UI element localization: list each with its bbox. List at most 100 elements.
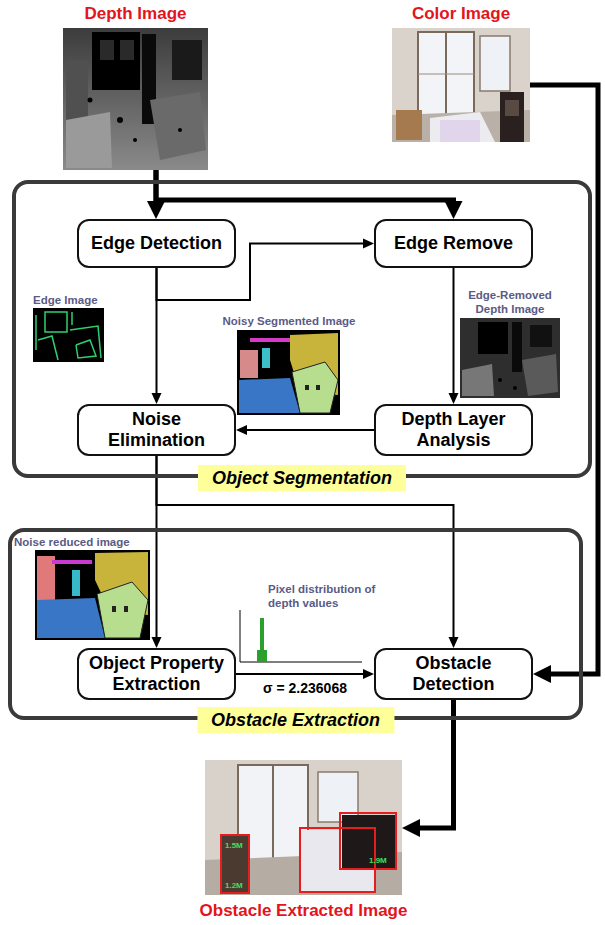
noise-reduced-picture [35,550,150,640]
illustration-shape [100,40,114,60]
illustration-shape [480,36,510,91]
connector [247,429,374,431]
annotation-label: Noise reduced image [14,535,154,549]
illustration-shape [240,350,258,378]
illustration-shape [305,385,309,390]
illustration-shape [498,378,502,382]
illustration-shape [257,650,267,662]
illustration-shape [392,28,530,142]
stage-group: Object SegmentationEdge DetectionEdge Re… [12,180,592,478]
image-panel: Obstacle Extracted Image [205,760,402,895]
illustration-shape [38,336,58,360]
group-title: Obstacle Extraction [197,707,394,733]
illustration-shape [240,610,241,662]
illustration-shape [221,835,249,893]
box-label: Edge Detection [91,233,222,254]
illustration-shape [478,322,508,354]
connector [157,456,454,637]
process-box: Edge Detection [77,219,236,268]
illustration-shape [70,326,101,358]
depth-histogram [240,610,362,662]
illustration-shape [513,386,517,390]
illustration-shape [97,582,148,638]
distance-label: 1.5M [225,841,247,850]
illustration-shape [205,760,402,895]
illustration-shape [88,98,93,103]
illustration-shape [72,570,80,596]
box-label: Edge Remove [394,233,513,254]
illustration-shape [500,92,524,142]
illustration-shape [36,312,101,360]
image-caption: Color Image [412,4,510,24]
illustration-shape [33,308,104,362]
box-label: Obstacle Detection [380,653,527,695]
illustration-shape [512,322,522,372]
image-caption: Obstacle Extracted Image [200,901,408,921]
illustration-shape [250,338,290,342]
connector [156,268,158,393]
obstacle-extracted-picture [205,760,402,895]
illustration-shape [396,110,422,140]
annotation-label: Noisy Segmented Image [214,314,364,328]
group-title: Object Segmentation [198,465,406,491]
illustration-shape [150,92,206,160]
illustration-shape [71,312,73,325]
illustration-shape [262,348,270,368]
distance-label: 1.2M [225,881,247,890]
illustration-shape [316,385,320,390]
illustration-shape [418,32,474,122]
box-label: Depth Layer Analysis [380,409,527,451]
image-caption: Depth Image [84,4,186,24]
annotation-label: Edge Image [33,293,123,307]
illustration-shape [45,312,67,332]
illustration-shape [92,32,140,90]
edge-label: σ = 2.236068 [261,680,349,696]
illustration-shape [530,325,552,347]
depth-image-picture [63,28,208,170]
annotation-label: Edge-Removed Depth Image [455,288,565,316]
illustration-shape [37,598,105,638]
illustration-shape [340,813,396,869]
illustration-shape [66,60,88,120]
illustration-shape [66,112,112,168]
illustration-shape [124,606,128,612]
process-box: Noise Elimination [77,404,236,456]
illustration-shape [522,354,558,396]
illustration-shape [112,606,116,612]
illustration-shape [52,560,92,564]
illustration-shape [178,128,182,132]
illustration-shape [76,340,96,358]
process-box: Depth Layer Analysis [374,404,533,456]
illustration-shape [300,828,375,892]
illustration-shape [445,32,447,122]
distance-label: 1.9M [369,856,393,865]
illustration-shape [460,318,560,398]
illustration-shape [462,364,494,396]
illustration-shape [133,138,137,142]
box-label: Noise Elimination [83,409,230,451]
box-label: Object Property Extraction [83,653,230,695]
connector [530,85,598,674]
illustration-shape [221,835,249,893]
illustration-shape [120,40,134,60]
noisy-segmented-picture [237,330,340,415]
process-box: Object Property Extraction [77,648,236,700]
illustration-shape [117,117,123,123]
illustration-shape [342,815,395,868]
illustration-shape [272,765,274,860]
annotation-label: Pixel distribution of depth values [268,582,380,610]
connector [236,673,363,675]
illustration-shape [237,330,340,415]
illustration-shape [35,550,150,640]
illustration-shape [35,315,37,350]
illustration-shape [221,813,396,893]
illustration-shape [172,40,202,80]
illustration-shape [318,772,358,822]
edge-image-picture [33,308,104,362]
illustration-shape [440,120,480,142]
illustration-shape [292,362,338,413]
image-panel: Depth Image [63,28,208,170]
